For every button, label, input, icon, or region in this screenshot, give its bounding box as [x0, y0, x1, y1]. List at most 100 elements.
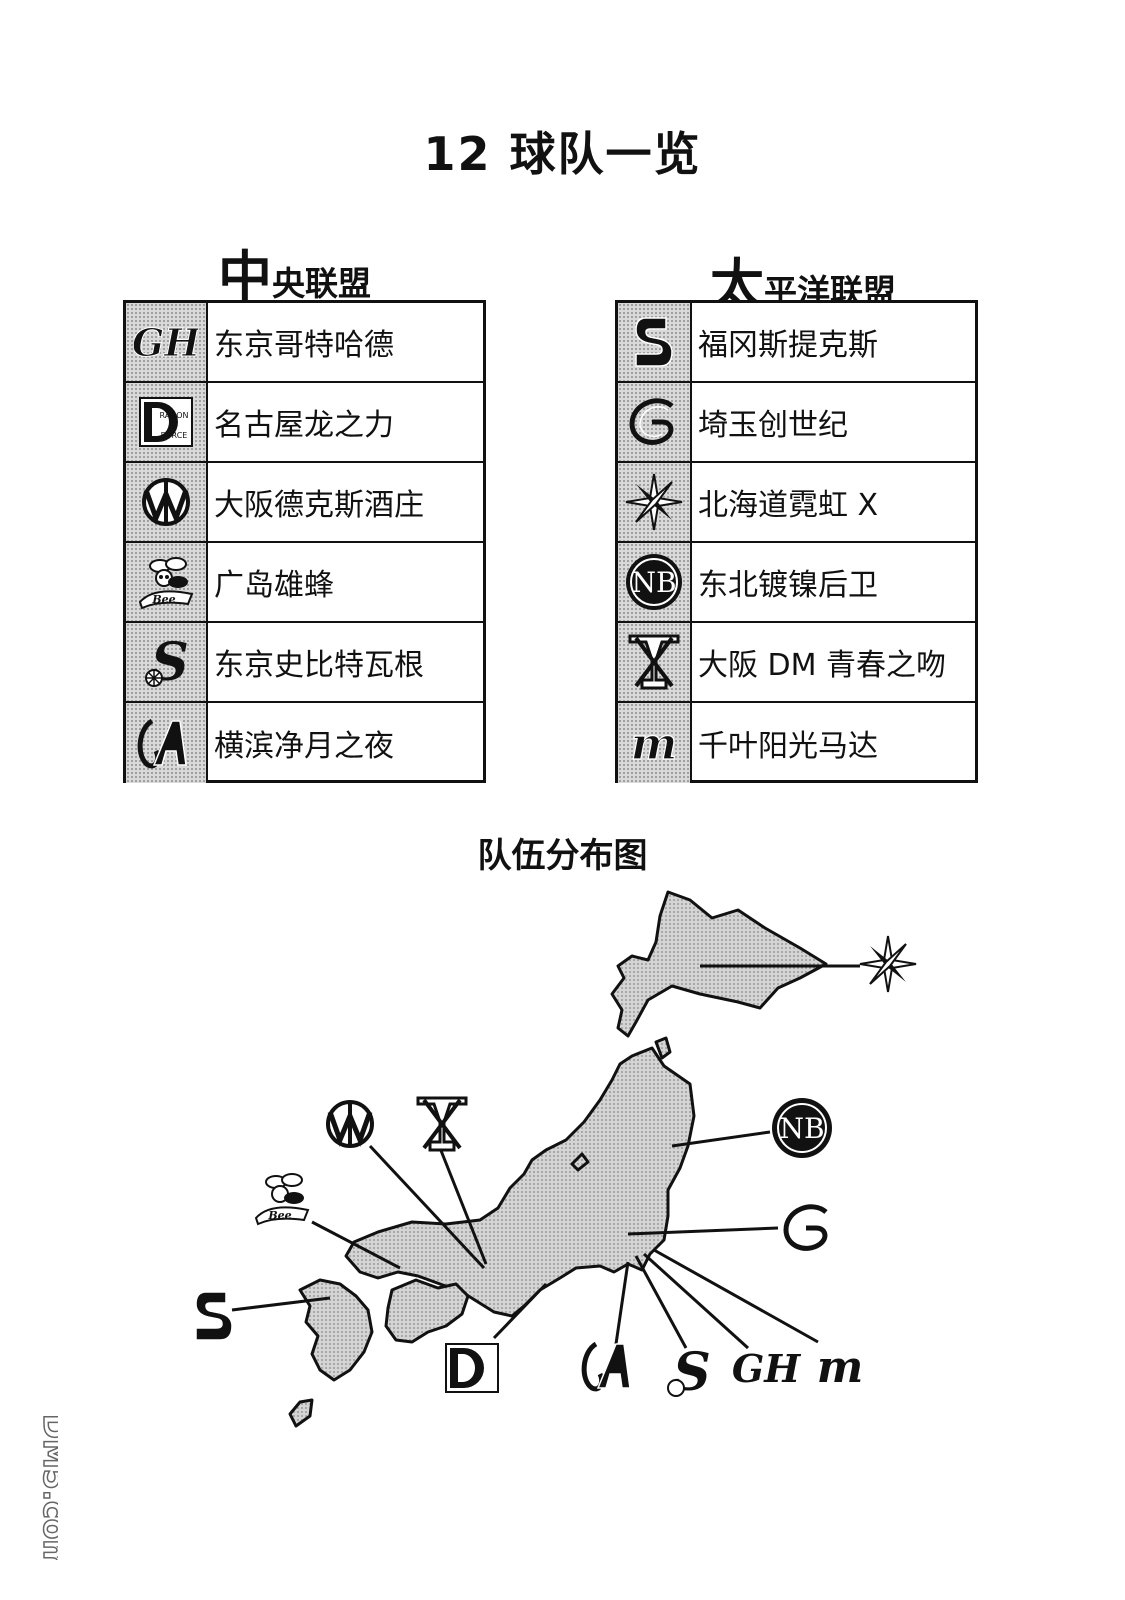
bee-logo-icon: Bee	[138, 557, 194, 610]
map-m-logo-icon: m	[817, 1342, 864, 1393]
team-row: m 千叶阳光马达	[618, 703, 975, 783]
page-title: 12 球队一览	[423, 127, 702, 181]
watermark-text: DM5.com	[36, 1414, 58, 1560]
hokkaido-shape	[610, 890, 828, 1038]
map-ml-logo-icon	[581, 1341, 631, 1392]
team-row: 北海道霓虹 X	[618, 463, 975, 543]
island-north	[654, 1036, 672, 1060]
svg-text:Bee: Bee	[267, 1209, 291, 1222]
team-name: 千叶阳光马达	[698, 729, 878, 764]
team-name: 东京哥特哈德	[214, 328, 394, 363]
svg-text:m: m	[631, 719, 678, 770]
m-logo-icon: m	[630, 718, 678, 770]
central-league-title: 中央联盟	[218, 232, 371, 311]
line-hiroshima	[311, 1220, 401, 1270]
line-tohoku	[671, 1130, 771, 1148]
connector-lines	[231, 964, 860, 1350]
team-row: 大阪 DM 青春之吻	[618, 623, 975, 703]
map-s-block-logo-icon	[195, 1291, 233, 1341]
map-nb-circle-logo-icon: NB	[772, 1098, 832, 1158]
ml-logo-icon	[137, 718, 187, 769]
map-xt-logo-icon	[416, 1096, 468, 1152]
gh-logo-icon: GH	[134, 320, 198, 366]
svg-text:m: m	[817, 1342, 864, 1393]
logo-cell: Bee	[126, 543, 208, 621]
pacific-team-table: 福冈斯提克斯 埼玉创世纪 北海道霓虹 X NB 东北镀	[615, 300, 978, 783]
wm-logo-icon	[142, 478, 190, 526]
team-row: NB 东北镀镍后卫	[618, 543, 975, 623]
kyushu-shape	[298, 1278, 374, 1382]
svg-text:NB: NB	[779, 1112, 824, 1145]
team-row: S 东京史比特瓦根	[126, 623, 483, 703]
logo-cell: m	[618, 703, 692, 783]
s-wheel-logo-icon: S	[145, 632, 189, 693]
team-row: 福冈斯提克斯	[618, 303, 975, 383]
map-wm-logo-icon	[326, 1100, 374, 1148]
honshu-shape	[344, 1046, 696, 1318]
logo-cell: RAGON FORCE	[126, 383, 208, 461]
dragon-bottom-text: FORCE	[161, 431, 188, 440]
dm5-watermark-logo: DM5.com	[35, 1413, 58, 1560]
line-chiba	[653, 1248, 819, 1344]
map-g-swirl-logo-icon	[783, 1204, 828, 1251]
svg-text:Bee: Bee	[151, 593, 175, 606]
team-row: GH 东京哥特哈德	[126, 303, 483, 383]
line-yokohama	[614, 1261, 630, 1345]
s-block-logo-icon	[635, 317, 673, 367]
japan-map: NB Bee S GH m	[195, 890, 917, 1428]
team-row: 大阪德克斯酒庄	[126, 463, 483, 543]
line-osaka-wm	[368, 1144, 486, 1270]
xt-logo-icon	[628, 634, 680, 690]
shikoku-shape	[384, 1278, 470, 1344]
svg-text:GH: GH	[732, 1346, 801, 1391]
team-name: 名古屋龙之力	[214, 408, 394, 443]
team-name: 福冈斯提克斯	[698, 328, 878, 363]
team-row: 横滨净月之夜	[126, 703, 483, 783]
team-name: 大阪德克斯酒庄	[214, 488, 424, 523]
map-bee-logo-icon: Bee	[254, 1173, 310, 1226]
line-osaka-xt	[438, 1147, 488, 1265]
logo-cell	[618, 383, 692, 461]
team-row: 埼玉创世纪	[618, 383, 975, 463]
logo-cell	[126, 703, 208, 783]
central-title-rest: 央联盟	[272, 264, 371, 303]
g-swirl-logo-icon	[629, 398, 674, 445]
island-south	[288, 1398, 314, 1428]
logo-cell	[618, 463, 692, 541]
logo-cell	[618, 303, 692, 381]
team-name: 东京史比特瓦根	[214, 648, 424, 683]
svg-text:GH: GH	[134, 320, 198, 365]
logo-cell: NB	[618, 543, 692, 621]
line-tokyo-s	[634, 1255, 688, 1349]
map-title: 队伍分布图	[477, 836, 648, 876]
map-gh-logo-icon: GH	[732, 1346, 801, 1391]
team-row: RAGON FORCE 名古屋龙之力	[126, 383, 483, 463]
dragon-top-text: RAGON	[159, 411, 188, 420]
dragon-force-logo-icon: RAGON FORCE	[139, 397, 193, 447]
logo-cell: GH	[126, 303, 208, 381]
team-name: 埼玉创世纪	[698, 408, 848, 443]
svg-text:NB: NB	[631, 566, 676, 599]
team-name: 北海道霓虹 X	[698, 488, 879, 523]
map-x-star-logo-icon	[859, 935, 917, 993]
map-landmass	[288, 890, 828, 1428]
logo-cell: S	[126, 623, 208, 701]
team-row: Bee 广岛雄蜂	[126, 543, 483, 623]
line-saitama	[627, 1226, 779, 1236]
island-sado	[570, 1152, 590, 1172]
x-star-logo-icon	[625, 473, 683, 531]
central-team-table: GH 东京哥特哈德 RAGON FORCE 名古屋龙之力 大阪德克斯酒庄	[123, 300, 486, 783]
team-name: 东北镀镍后卫	[698, 568, 878, 603]
map-dragon-force-logo-icon	[445, 1343, 499, 1393]
line-nagoya	[492, 1282, 548, 1340]
line-fukuoka	[231, 1296, 331, 1312]
logo-cell	[618, 623, 692, 701]
team-name: 大阪 DM 青春之吻	[698, 648, 947, 683]
line-tokyo-gh	[642, 1252, 750, 1350]
map-s-wheel-logo-icon: S	[667, 1342, 711, 1403]
team-name: 横滨净月之夜	[214, 729, 394, 764]
central-title-big: 中	[218, 245, 272, 308]
logo-cell	[126, 463, 208, 541]
team-name: 广岛雄蜂	[214, 568, 334, 603]
nb-circle-logo-icon: NB	[626, 554, 682, 610]
